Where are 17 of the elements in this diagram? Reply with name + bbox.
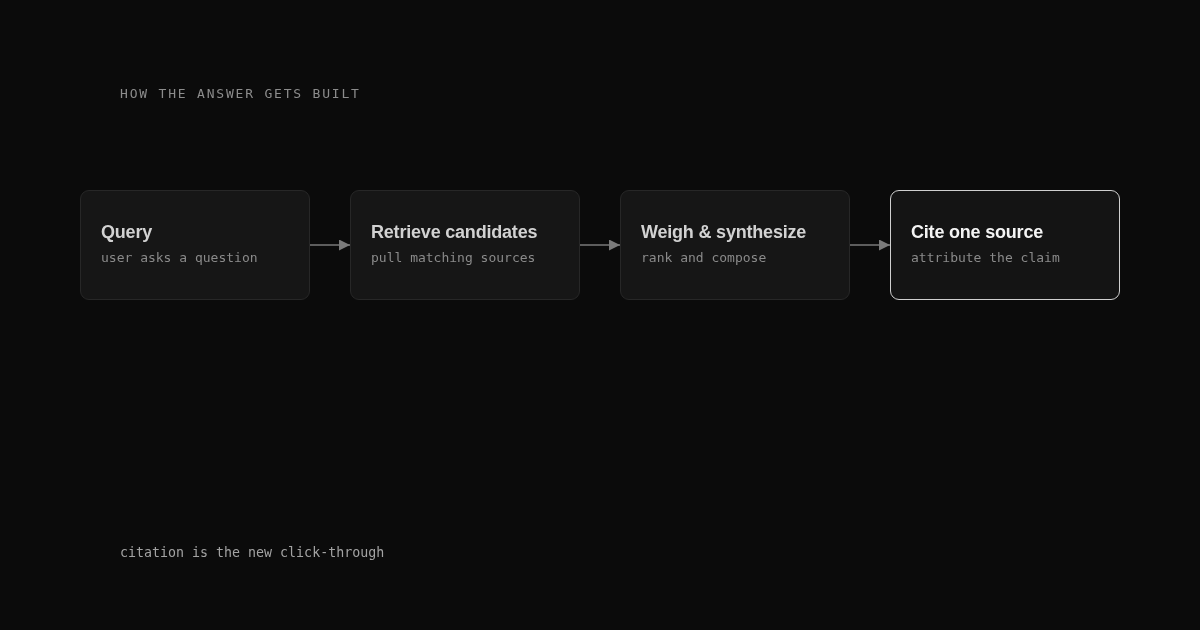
step-card xyxy=(350,190,580,300)
caption: citation is the new click-through xyxy=(120,544,385,562)
arrow xyxy=(309,239,351,251)
step-card xyxy=(80,190,310,300)
arrow xyxy=(579,239,621,251)
step-card xyxy=(620,190,850,300)
step-title: Weigh & synthesize xyxy=(641,221,807,243)
step-title: Cite one source xyxy=(911,221,1044,243)
step-title: Retrieve candidates xyxy=(371,221,538,243)
step-description: attribute the claim xyxy=(911,250,1060,266)
step-description: user asks a question xyxy=(101,250,258,266)
highlighted-step-card xyxy=(890,190,1120,300)
step-description: pull matching sources xyxy=(371,250,536,266)
step-description: rank and compose xyxy=(641,250,767,266)
diagram-title: HOW THE ANSWER GETS BUILT xyxy=(120,86,361,102)
arrow xyxy=(849,239,891,251)
step-title: Query xyxy=(101,221,153,243)
